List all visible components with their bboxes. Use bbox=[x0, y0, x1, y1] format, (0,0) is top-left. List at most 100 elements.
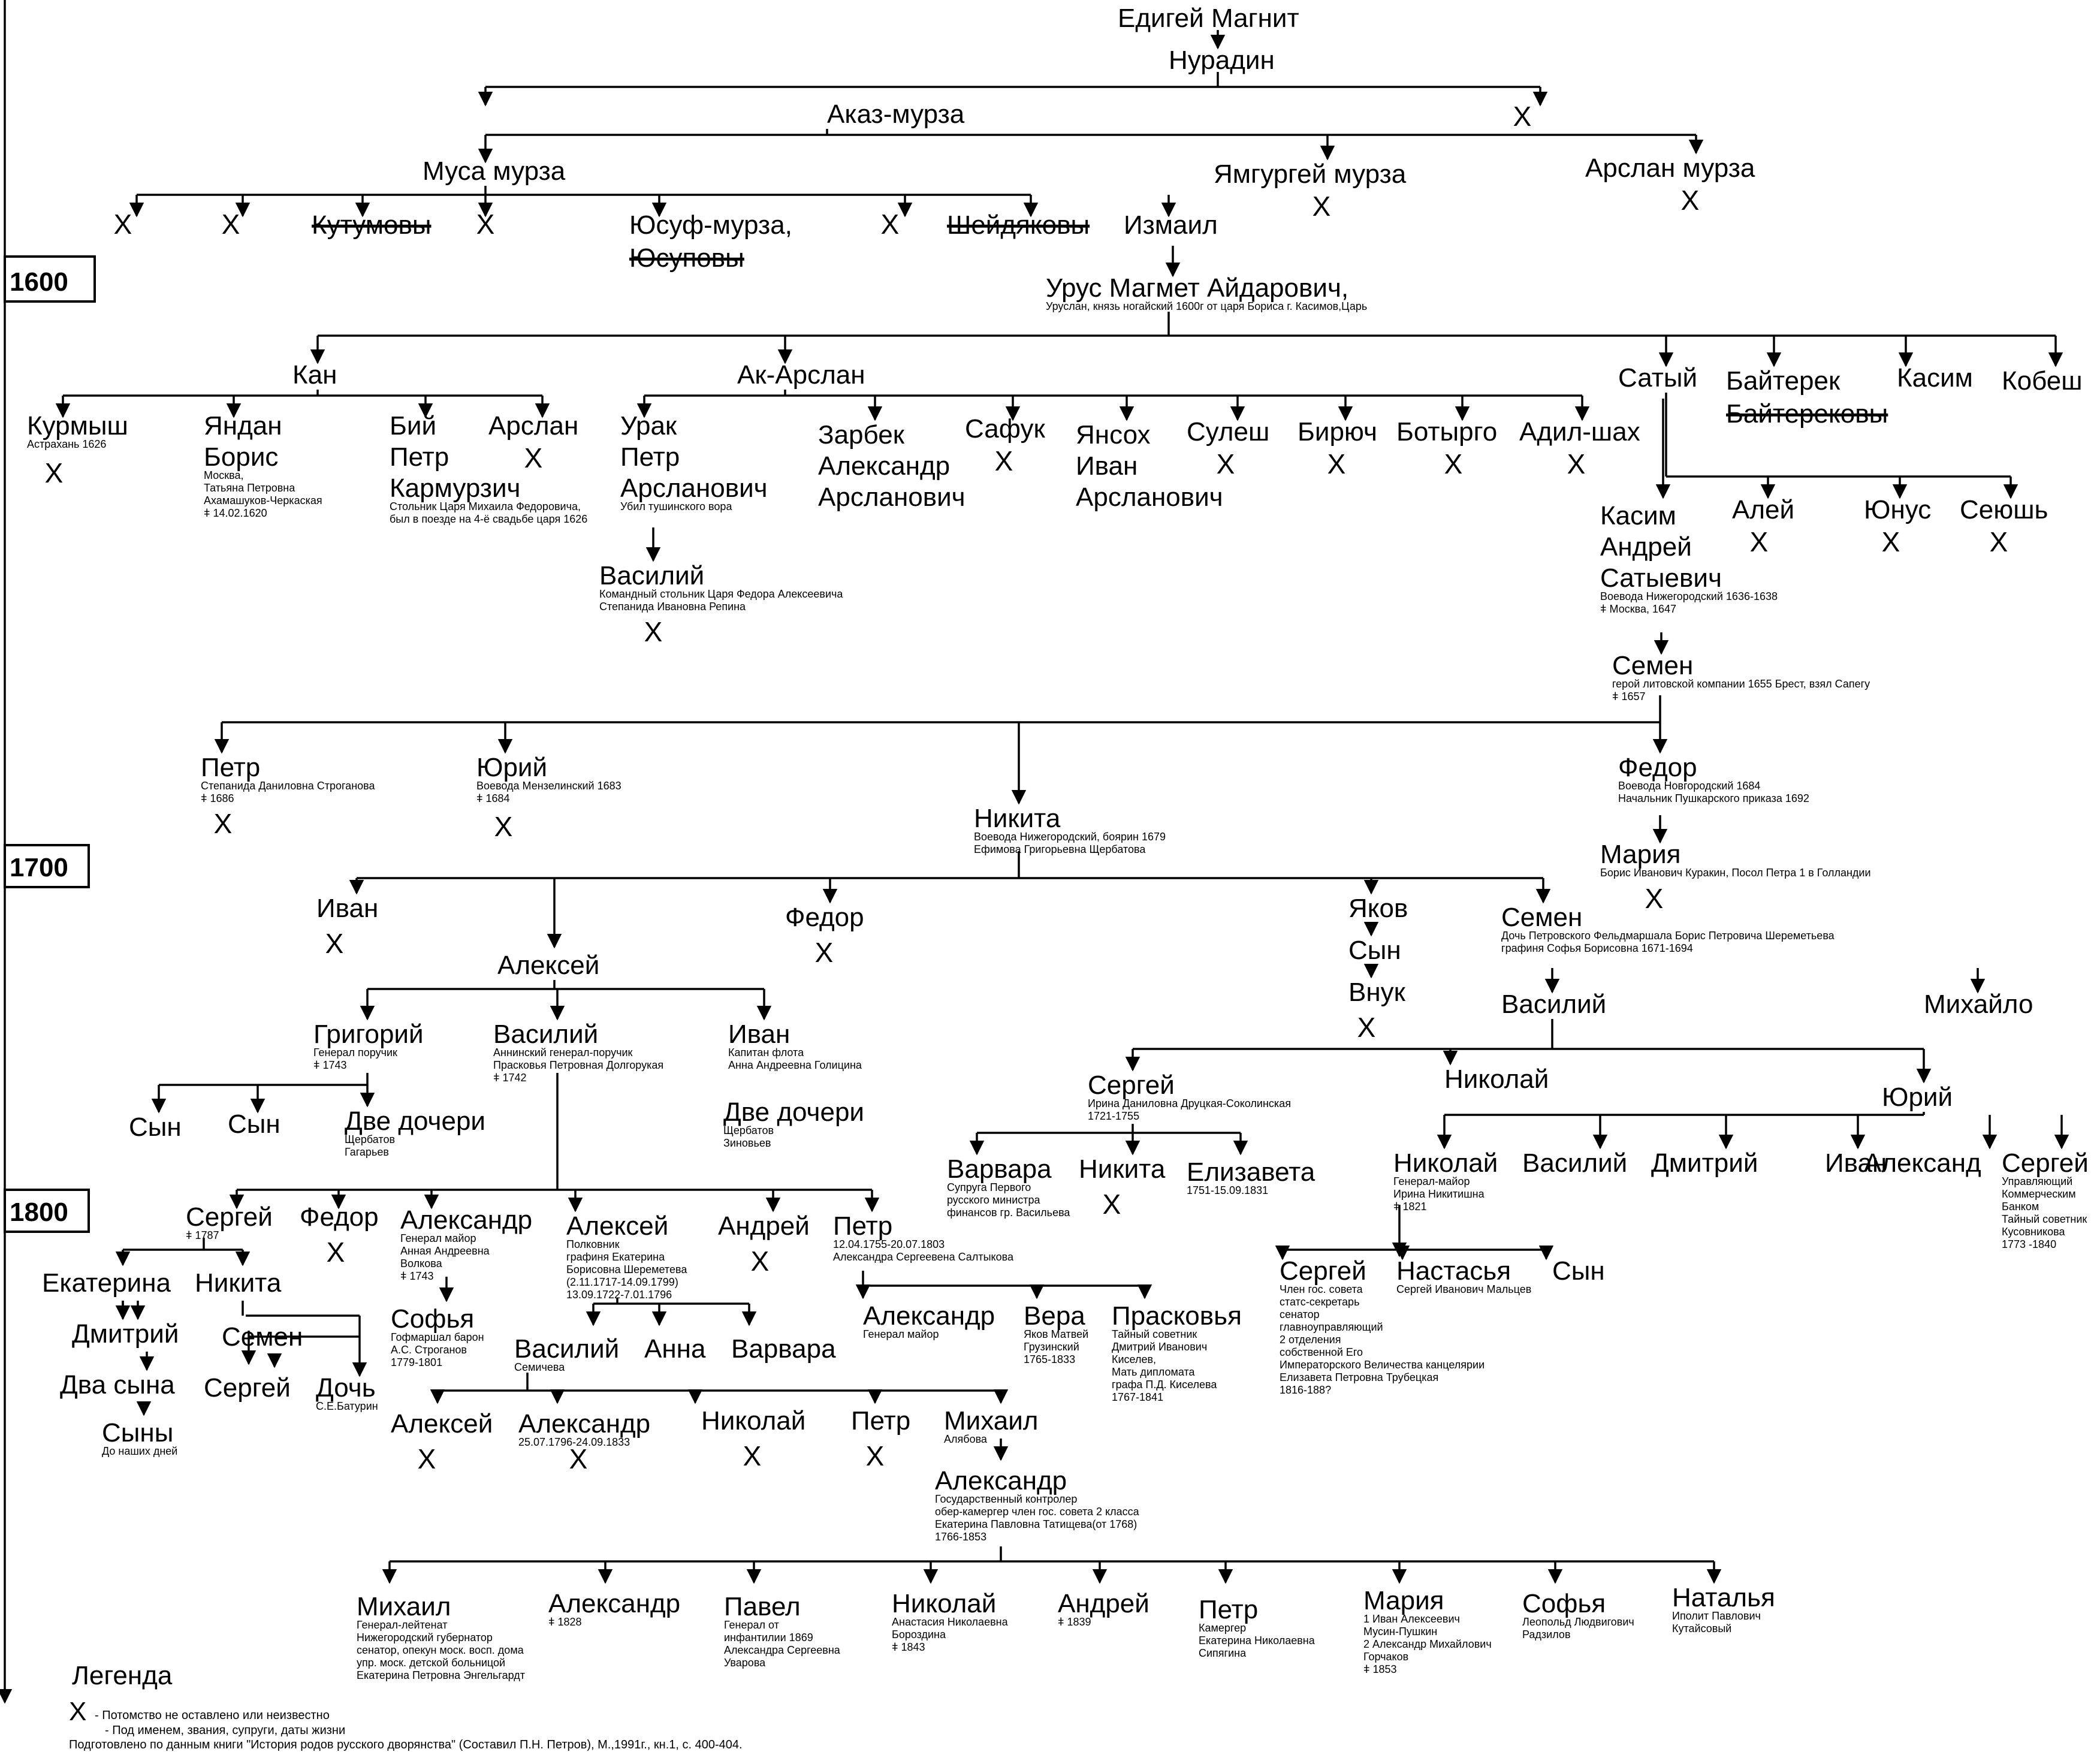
person-info: Тайный советник bbox=[2002, 1213, 2087, 1225]
person-name: Сулеш bbox=[1187, 417, 1269, 447]
person-name: Кобеш bbox=[2002, 366, 2083, 396]
person-name: Николай bbox=[1393, 1148, 1498, 1178]
no-descendants-mark: X bbox=[1513, 101, 1532, 132]
person-info: Управляющий bbox=[2002, 1175, 2072, 1187]
person-info: ǂ 1742 bbox=[493, 1072, 527, 1084]
person-info: ǂ 1684 bbox=[476, 792, 510, 804]
person-name: Курмыш bbox=[27, 411, 128, 441]
person-info: Анна Андреевна Голицина bbox=[728, 1059, 862, 1071]
person-name: Касим bbox=[1897, 363, 1973, 393]
person-name: Петр bbox=[851, 1406, 910, 1436]
person-name: Сын bbox=[129, 1112, 182, 1142]
person-name: Сын bbox=[1348, 936, 1401, 965]
person-name: Иван bbox=[1076, 451, 1138, 481]
person-name: Юсуф-мурза, bbox=[629, 210, 792, 240]
person-name: Никита bbox=[974, 804, 1061, 833]
person-info: Дочь Петровского Фельдмаршала Борис Петр… bbox=[1501, 930, 1835, 942]
person-name: Анна bbox=[644, 1334, 706, 1364]
person-name: Василий bbox=[493, 1020, 598, 1049]
person-info: Анная Андреевна bbox=[400, 1245, 490, 1257]
person-name: Иван bbox=[728, 1020, 790, 1049]
person-name: Софья bbox=[391, 1304, 474, 1334]
person-akaz: Аказ-мурза bbox=[827, 99, 965, 129]
person-name: Сергей bbox=[1088, 1071, 1175, 1100]
person-info: 1767-1841 bbox=[1112, 1391, 1163, 1403]
person-info: Нижегородский губернатор bbox=[357, 1632, 493, 1644]
no-descendants-mark: X bbox=[1567, 448, 1586, 480]
no-descendants-mark: X bbox=[751, 1246, 770, 1277]
no-descendants-mark: X bbox=[114, 209, 132, 240]
person-name: Михайло bbox=[1924, 990, 2033, 1019]
person-name: Николай bbox=[701, 1406, 805, 1436]
person-name: Федор bbox=[300, 1202, 379, 1232]
no-descendants-mark: X bbox=[494, 811, 513, 842]
person-info: 2 Александр Михайлович bbox=[1363, 1638, 1492, 1650]
person-info: Иполит Павлович bbox=[1672, 1610, 1761, 1622]
person-name: Александр bbox=[863, 1301, 995, 1331]
year-marker: 1700 bbox=[4, 844, 90, 888]
person-name: Измаил bbox=[1124, 210, 1218, 240]
person-info: графиня Екатерина bbox=[566, 1251, 665, 1263]
person-name: Прасковья bbox=[1112, 1301, 1242, 1331]
person-name: Шейдяковы bbox=[947, 210, 1090, 240]
person-name: Дмитрий bbox=[72, 1319, 179, 1349]
person-name: Урак bbox=[620, 411, 677, 441]
person-name: Никита bbox=[195, 1268, 282, 1298]
person-info: графа П.Д. Киселева bbox=[1112, 1379, 1217, 1391]
no-descendants-mark: X bbox=[743, 1440, 762, 1471]
person-info: Член гос. совета bbox=[1280, 1283, 1363, 1295]
person-info: Воевода Нижегородский, боярин 1679 bbox=[974, 831, 1166, 843]
year-marker: 1800 bbox=[4, 1189, 90, 1233]
person-name: Иван bbox=[316, 894, 378, 923]
year-label: 1600 bbox=[10, 267, 68, 297]
person-info: Камергер bbox=[1199, 1622, 1246, 1634]
person-info: Капитан флота bbox=[728, 1047, 804, 1059]
person-info: 13.09.1722-7.01.1796 bbox=[566, 1289, 672, 1301]
person-musa: Муса мурза bbox=[423, 156, 566, 186]
person-info: Астрахань 1626 bbox=[27, 438, 106, 450]
person-info: Начальник Пушкарского приказа 1692 bbox=[1618, 792, 1809, 804]
person-name: Семен bbox=[1501, 903, 1582, 932]
person-name: Алексей bbox=[391, 1409, 493, 1439]
person-name: Сафук bbox=[965, 414, 1045, 444]
person-name: Сергей bbox=[1280, 1256, 1366, 1286]
no-descendants-mark: X bbox=[1645, 883, 1664, 914]
person-info: ǂ 14.02.1620 bbox=[204, 507, 267, 519]
person-yusupovy: Юсуповы bbox=[629, 243, 744, 273]
person-ak_arslan: Ак-Арслан bbox=[737, 360, 865, 390]
person-name: Кан bbox=[292, 360, 337, 390]
person-info: Гагарьев bbox=[345, 1146, 389, 1158]
person-info: ǂ 1657 bbox=[1612, 690, 1646, 702]
person-name: Юрий bbox=[476, 753, 547, 782]
legend-x-desc: - Потомство не оставлено или неизвестно bbox=[95, 1709, 330, 1722]
person-info: Бороздина bbox=[892, 1629, 946, 1641]
person-name: Сергей bbox=[2002, 1148, 2089, 1178]
person-info: Гофмаршал барон bbox=[391, 1331, 484, 1343]
person-name: Янсох bbox=[1076, 420, 1151, 450]
person-info: Коммерческим bbox=[2002, 1188, 2076, 1200]
person-info: Аннинский генерал-поручик bbox=[493, 1047, 633, 1059]
